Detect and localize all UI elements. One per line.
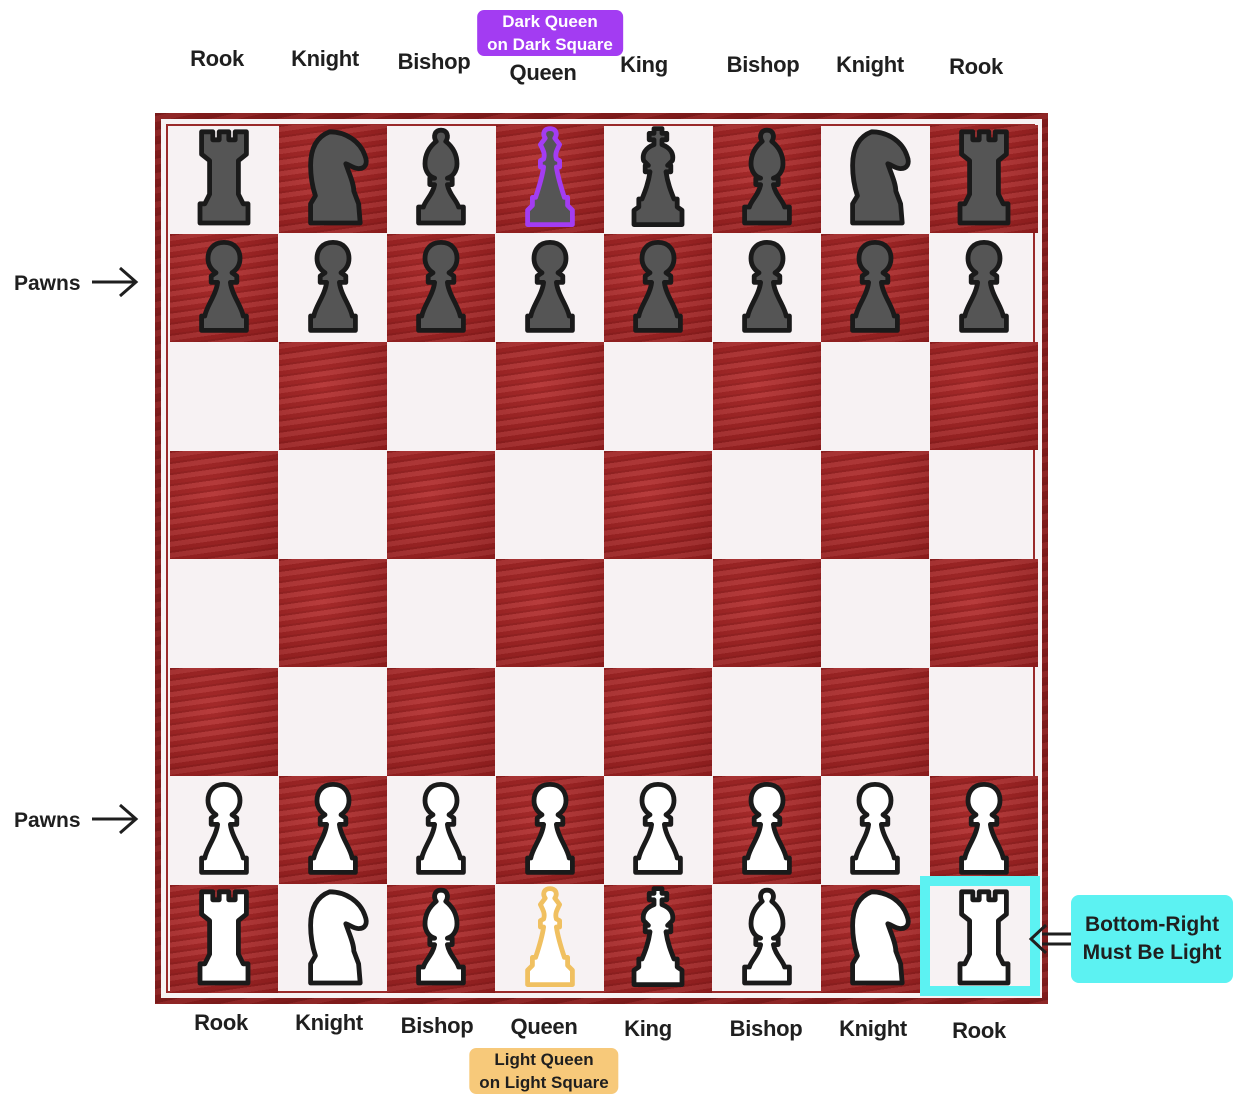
dark-knight-b8-icon [293,123,373,235]
top-label-knight-b: Knight [291,46,359,72]
light-queen-d1-icon [510,883,590,995]
light-pawn-d2-icon [510,774,590,886]
dark-bishop-f8-icon [727,123,807,235]
bottom-label-queen-d: Queen [511,1014,578,1040]
dark-king-e8-icon [618,123,698,235]
top-label-rook-h: Rook [949,54,1003,80]
bottom-label-bishop-c: Bishop [401,1013,474,1039]
light-pawn-e2-icon [618,774,698,886]
bottom-label-king-e: King [624,1016,672,1042]
dark-square-b4 [279,559,387,667]
note-line1: Bottom-Right [1071,911,1233,939]
dark-square-e3 [604,668,712,776]
bottom-pawns-label: Pawns [14,809,81,833]
light-pawn-h2-icon [944,774,1024,886]
light-pawn-b2-icon [293,774,373,886]
top-pawns-label: Pawns [14,272,81,296]
dark-pawn-a7-icon [184,232,264,344]
dark-square-g5 [821,451,929,559]
dark-square-b6 [279,342,387,450]
dark-rook-a8-icon [184,123,264,235]
light-bishop-f1-icon [727,883,807,995]
dark-square-e5 [604,451,712,559]
light-queen-badge-line1: Light Queen [479,1048,608,1071]
light-pawn-g2-icon [835,774,915,886]
light-knight-g1-icon [835,883,915,995]
dark-pawn-h7-icon [944,232,1024,344]
top-label-bishop-c: Bishop [398,49,471,75]
dark-pawn-c7-icon [401,232,481,344]
bottom-label-bishop-f: Bishop [730,1016,803,1042]
dark-square-d4 [496,559,604,667]
dark-queen-badge: Dark Queen on Dark Square [477,10,623,56]
light-queen-badge: Light Queen on Light Square [469,1048,618,1094]
light-bishop-c1-icon [401,883,481,995]
bottom-label-rook-a: Rook [194,1010,248,1036]
light-knight-b1-icon [293,883,373,995]
bottom-pawns-arrow-icon [90,802,140,836]
top-label-queen-d: Queen [510,60,577,86]
dark-knight-g8-icon [835,123,915,235]
bottom-right-note: Bottom-Right Must Be Light [1071,895,1233,983]
dark-square-g3 [821,668,929,776]
dark-square-a3 [170,668,278,776]
light-rook-a1-icon [184,883,264,995]
bottom-label-knight-g: Knight [839,1016,907,1042]
dark-queen-d8-icon [510,123,590,235]
light-queen-badge-line2: on Light Square [479,1071,608,1094]
top-label-rook-a: Rook [190,46,244,72]
note-line2: Must Be Light [1071,939,1233,967]
dark-square-c3 [387,668,495,776]
dark-bishop-c8-icon [401,123,481,235]
top-label-king-e: King [620,52,668,78]
dark-pawn-f7-icon [727,232,807,344]
dark-rook-h8-icon [944,123,1024,235]
top-label-knight-g: Knight [836,52,904,78]
bottom-right-square-highlight [920,876,1040,996]
dark-pawn-b7-icon [293,232,373,344]
dark-square-a5 [170,451,278,559]
top-label-bishop-f: Bishop [727,52,800,78]
light-pawn-f2-icon [727,774,807,886]
light-pawn-a2-icon [184,774,264,886]
top-pawns-arrow-icon [90,265,140,299]
light-pawn-c2-icon [401,774,481,886]
dark-pawn-e7-icon [618,232,698,344]
dark-pawn-g7-icon [835,232,915,344]
dark-pawn-d7-icon [510,232,590,344]
dark-queen-badge-line1: Dark Queen [487,10,613,33]
dark-square-d6 [496,342,604,450]
bottom-label-rook-h: Rook [952,1018,1006,1044]
dark-square-h6 [930,342,1038,450]
dark-queen-badge-line2: on Dark Square [487,33,613,56]
dark-square-c5 [387,451,495,559]
dark-square-h4 [930,559,1038,667]
dark-square-f4 [713,559,821,667]
light-king-e1-icon [618,883,698,995]
note-double-arrow-icon [1026,922,1076,956]
dark-square-f6 [713,342,821,450]
bottom-label-knight-b: Knight [295,1010,363,1036]
